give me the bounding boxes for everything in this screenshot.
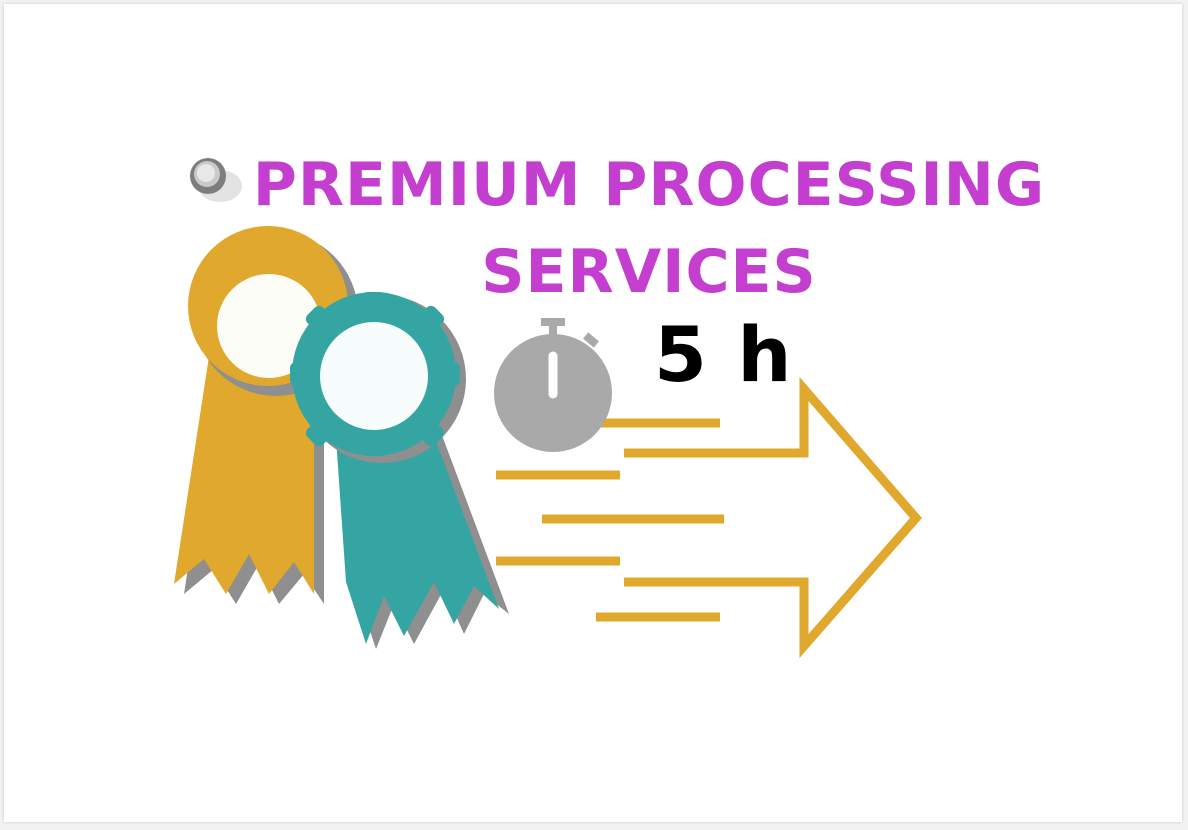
speed-arrow-icon xyxy=(496,376,922,658)
card: PREMIUM PROCESSING SERVICES 5 h xyxy=(4,4,1182,822)
stopwatch-icon xyxy=(494,318,612,452)
illustration xyxy=(174,226,922,658)
title-line-1: PREMIUM PROCESSING xyxy=(252,150,1046,220)
gold-ribbon-icon xyxy=(174,226,358,604)
time-label: 5 h xyxy=(654,310,794,399)
title-line-2: SERVICES xyxy=(481,237,817,307)
teal-ribbon-icon xyxy=(290,292,509,649)
push-pin-icon xyxy=(188,156,248,213)
